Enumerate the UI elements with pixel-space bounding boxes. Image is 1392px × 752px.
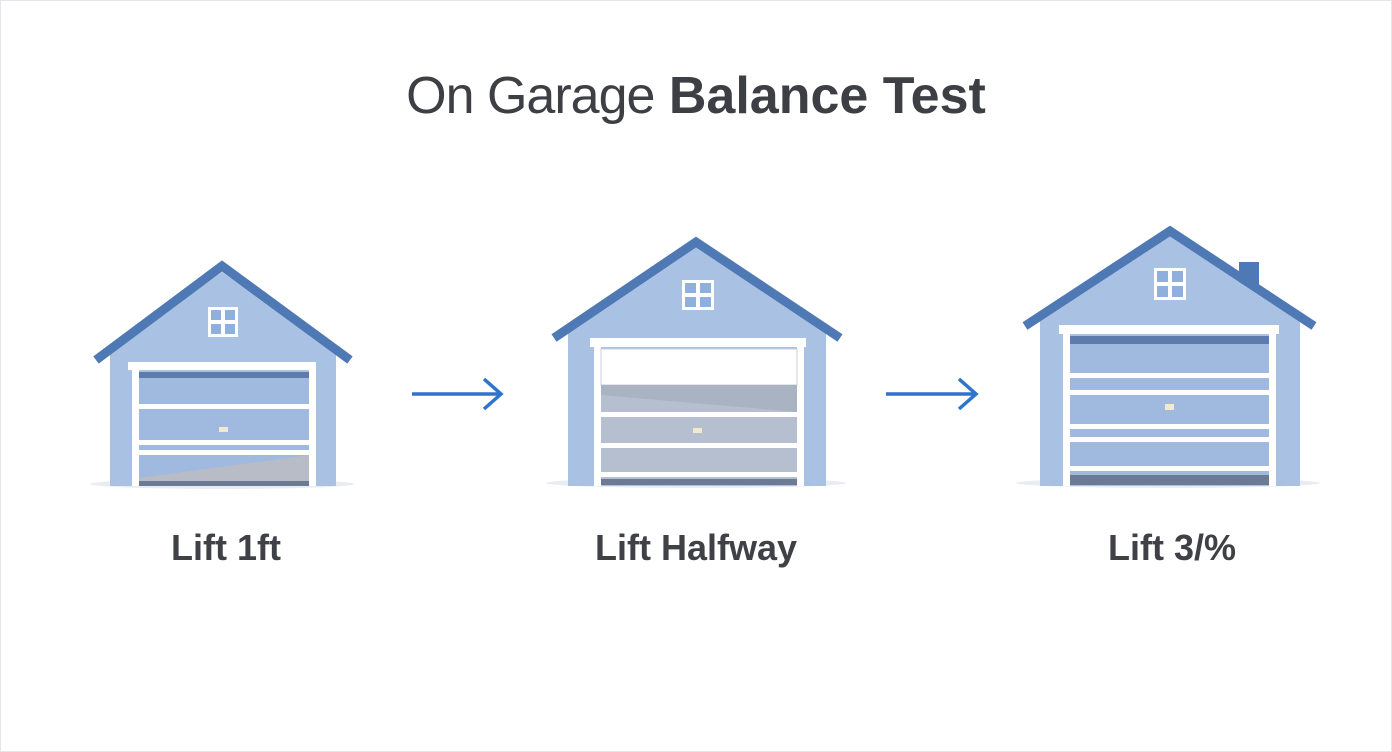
step-label-lift-halfway: Lift Halfway bbox=[594, 527, 798, 568]
arrow-right-icon bbox=[886, 377, 979, 411]
garage-house-icon bbox=[1016, 225, 1320, 488]
garage-house-icon bbox=[546, 236, 846, 488]
step-label-lift-three-quarters: Lift 3/% bbox=[1107, 527, 1236, 568]
step-label-lift-1ft: Lift 1ft bbox=[171, 527, 281, 568]
page-title: On Garage Balance Test bbox=[0, 64, 1392, 128]
arrow-right-icon bbox=[412, 377, 504, 411]
title-part-2: Balance Test bbox=[668, 67, 986, 125]
garage-house-icon bbox=[90, 260, 354, 489]
title-part-1: On Garage bbox=[406, 67, 655, 125]
